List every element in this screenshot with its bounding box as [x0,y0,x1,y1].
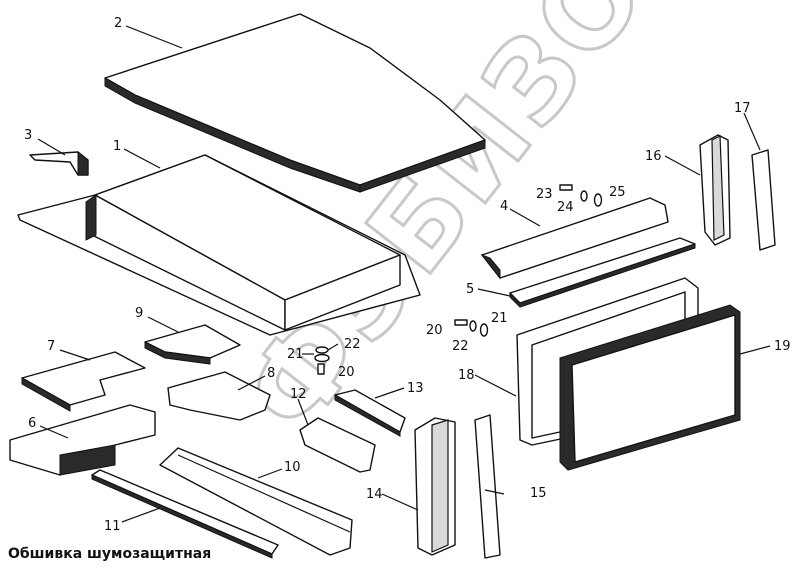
part-16-post [699,134,731,246]
callout-4: 4 [500,199,508,214]
part-1-main-shield [17,154,421,336]
callout-6: 6 [28,416,36,431]
part-11-strip [91,469,279,559]
callout-21-center: 21 [287,347,304,362]
callout-labels: 2 3 1 9 7 6 8 12 13 10 11 14 15 16 17 18… [24,16,791,534]
callout-1: 1 [113,139,121,154]
callout-8: 8 [267,366,275,381]
callout-22-center: 22 [344,337,361,352]
part-2-foam-panel [104,13,486,193]
callout-14: 14 [366,487,383,502]
callout-20-right: 20 [426,323,443,338]
part-17-strip [751,149,776,251]
callout-23: 23 [536,187,553,202]
leader-lines [37,25,771,523]
callout-15: 15 [530,486,547,501]
callout-11: 11 [104,519,121,534]
callout-3: 3 [24,128,32,143]
part-12-channel [299,417,376,473]
part-3-bracket [29,150,89,176]
part-4-channel [480,197,669,280]
fasteners-20-21-22-center [314,346,330,375]
part-13-strip [334,389,406,437]
diagram-caption: Обшивка шумозащитная [8,546,211,562]
part-15-strip [474,414,501,559]
callout-13: 13 [407,381,424,396]
part-9-pad [144,324,241,365]
callout-25: 25 [609,185,626,200]
part-7-pad [21,351,146,412]
callout-7: 7 [47,339,55,354]
part-19-foam-panel [559,304,741,471]
callout-17: 17 [734,101,751,116]
callout-12: 12 [290,387,307,402]
part-6-angle [9,404,156,476]
fasteners-20-21-22-right [454,319,489,337]
callout-16: 16 [645,149,662,164]
callout-21-right: 21 [491,311,508,326]
callout-20-center: 20 [338,365,355,380]
callout-5: 5 [466,282,474,297]
callout-10: 10 [284,460,301,475]
part-10-rail [159,447,353,556]
callout-2: 2 [114,16,122,31]
fasteners-23-24-25 [559,184,603,207]
part-5-strip [509,237,696,308]
callout-9: 9 [135,306,143,321]
callout-18: 18 [458,368,475,383]
callout-24: 24 [557,200,574,215]
callout-19: 19 [774,339,791,354]
callout-22-right: 22 [452,339,469,354]
part-8-channel [167,371,271,421]
part-14-post [414,417,456,556]
